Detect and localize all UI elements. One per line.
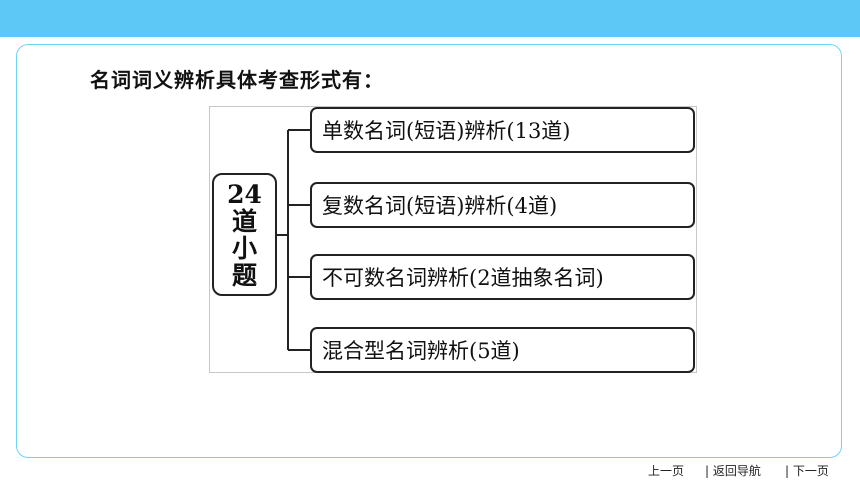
next-page-link[interactable]: | 下一页 xyxy=(785,464,829,478)
root-text-2: 道 xyxy=(231,206,257,236)
root-text-1: 24 xyxy=(227,179,262,209)
branch-node-singular: 单数名词(短语)辨析(13道) xyxy=(310,107,695,153)
tree-diagram: 24 道 小 题 单数名词(短语)辨析(13道) 复数名词(短语)辨析(4道) … xyxy=(209,106,697,373)
back-nav-link[interactable]: | 返回导航 xyxy=(705,464,761,478)
prev-page-link[interactable]: 上一页 xyxy=(648,464,685,478)
top-banner xyxy=(0,0,860,37)
branch-node-uncountable: 不可数名词辨析(2道抽象名词) xyxy=(310,254,695,300)
branch-node-mixed: 混合型名词辨析(5道) xyxy=(310,327,695,373)
page-heading: 名词词义辨析具体考查形式有： xyxy=(90,68,384,92)
root-text-4: 题 xyxy=(231,260,257,290)
branch-node-plural: 复数名词(短语)辨析(4道) xyxy=(310,182,695,228)
root-text-3: 小 xyxy=(231,233,257,263)
tree-connectors xyxy=(277,129,310,351)
root-node: 24 道 小 题 xyxy=(212,173,277,296)
